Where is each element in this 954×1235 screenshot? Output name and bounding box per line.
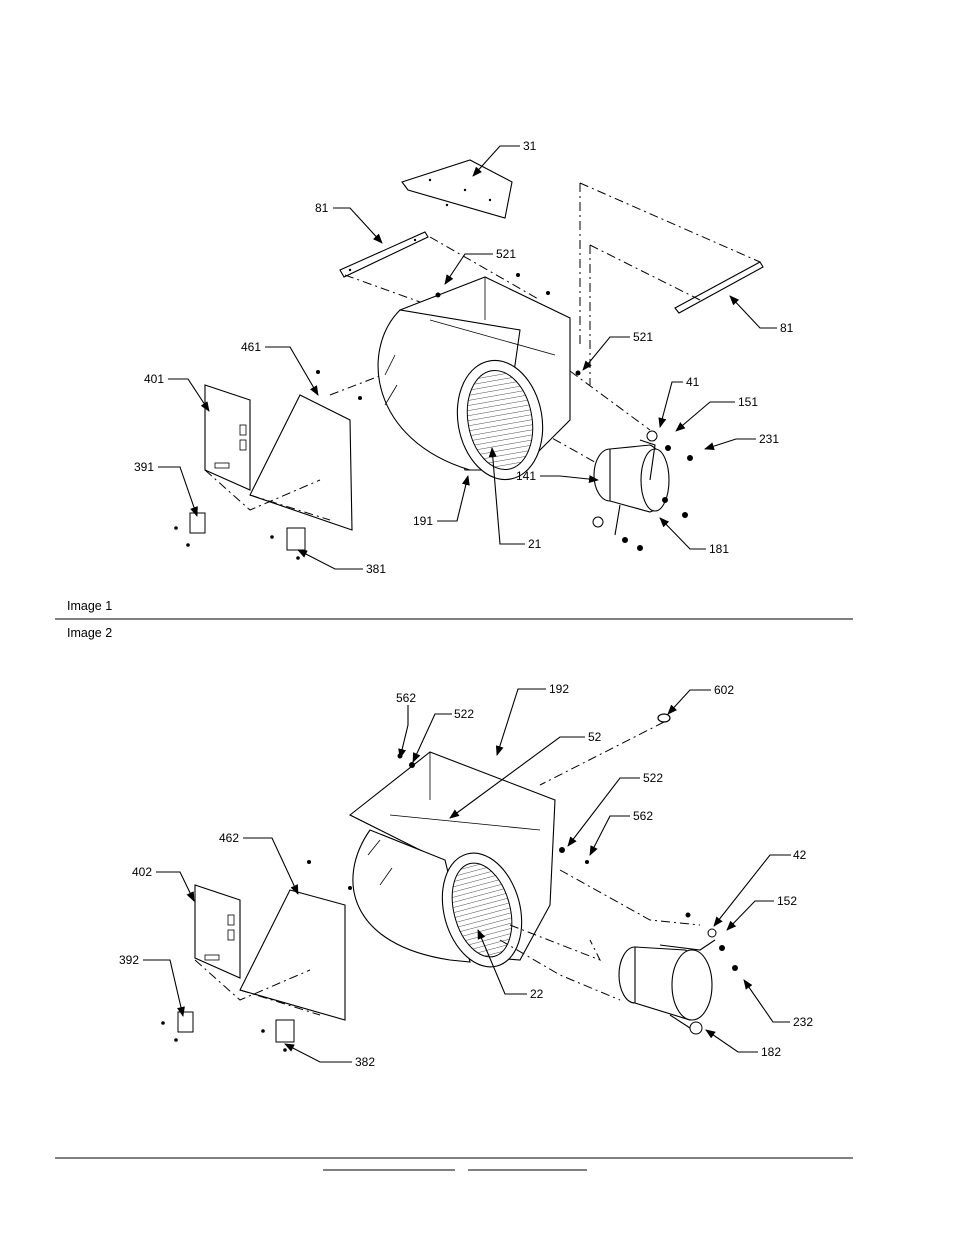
caption-image-1: Image 1	[67, 599, 112, 613]
gasket-part	[657, 713, 671, 723]
label-391: 391	[134, 460, 154, 474]
motor-part-2	[618, 928, 738, 1035]
label-381: 381	[366, 562, 386, 576]
label-21: 21	[528, 537, 542, 551]
label-521-top: 521	[496, 247, 516, 261]
label-31: 31	[523, 139, 537, 153]
caption-image-2: Image 2	[67, 626, 112, 640]
label-461: 461	[241, 340, 261, 354]
label-562-top: 562	[396, 691, 416, 705]
label-231: 231	[759, 432, 779, 446]
label-602: 602	[714, 683, 734, 697]
top-plate-part	[401, 159, 513, 219]
relay-part	[174, 512, 206, 547]
label-52: 52	[588, 730, 602, 744]
label-192: 192	[549, 682, 569, 696]
label-562-right: 562	[633, 809, 653, 823]
label-522-right: 522	[643, 771, 663, 785]
blower-housing-part-2	[348, 751, 556, 968]
label-81-left: 81	[315, 201, 329, 215]
label-521-right: 521	[633, 330, 653, 344]
label-182: 182	[761, 1045, 781, 1059]
label-402: 402	[132, 865, 152, 879]
label-382: 382	[355, 1055, 375, 1069]
label-232: 232	[793, 1015, 813, 1029]
control-panel-part	[204, 384, 353, 531]
capacitor-part-2	[261, 1019, 295, 1052]
label-401: 401	[144, 372, 164, 386]
capacitor-part	[270, 527, 306, 560]
blower-housing-part	[377, 276, 571, 481]
label-392: 392	[119, 953, 139, 967]
label-41: 41	[686, 375, 700, 389]
label-462: 462	[219, 831, 239, 845]
footer-rules	[55, 1157, 853, 1171]
image-1-diagram: 31 81 521 81 521 461 401 41 151 231 391 …	[134, 139, 794, 576]
relay-part-2	[161, 1011, 194, 1042]
control-panel-part-2	[194, 884, 346, 1021]
label-81-right: 81	[780, 321, 794, 335]
label-151: 151	[738, 395, 758, 409]
label-522-top: 522	[454, 707, 474, 721]
label-141: 141	[516, 469, 536, 483]
right-rail-part	[674, 261, 764, 314]
label-181: 181	[709, 542, 729, 556]
image-2-diagram: 562 522 192 602 52 522 562 462 402 42 15…	[119, 682, 813, 1069]
label-152: 152	[777, 894, 797, 908]
motor-part	[592, 430, 693, 551]
label-22: 22	[530, 987, 544, 1001]
left-rail-part	[339, 231, 429, 278]
label-191: 191	[413, 514, 433, 528]
label-42: 42	[793, 848, 807, 862]
